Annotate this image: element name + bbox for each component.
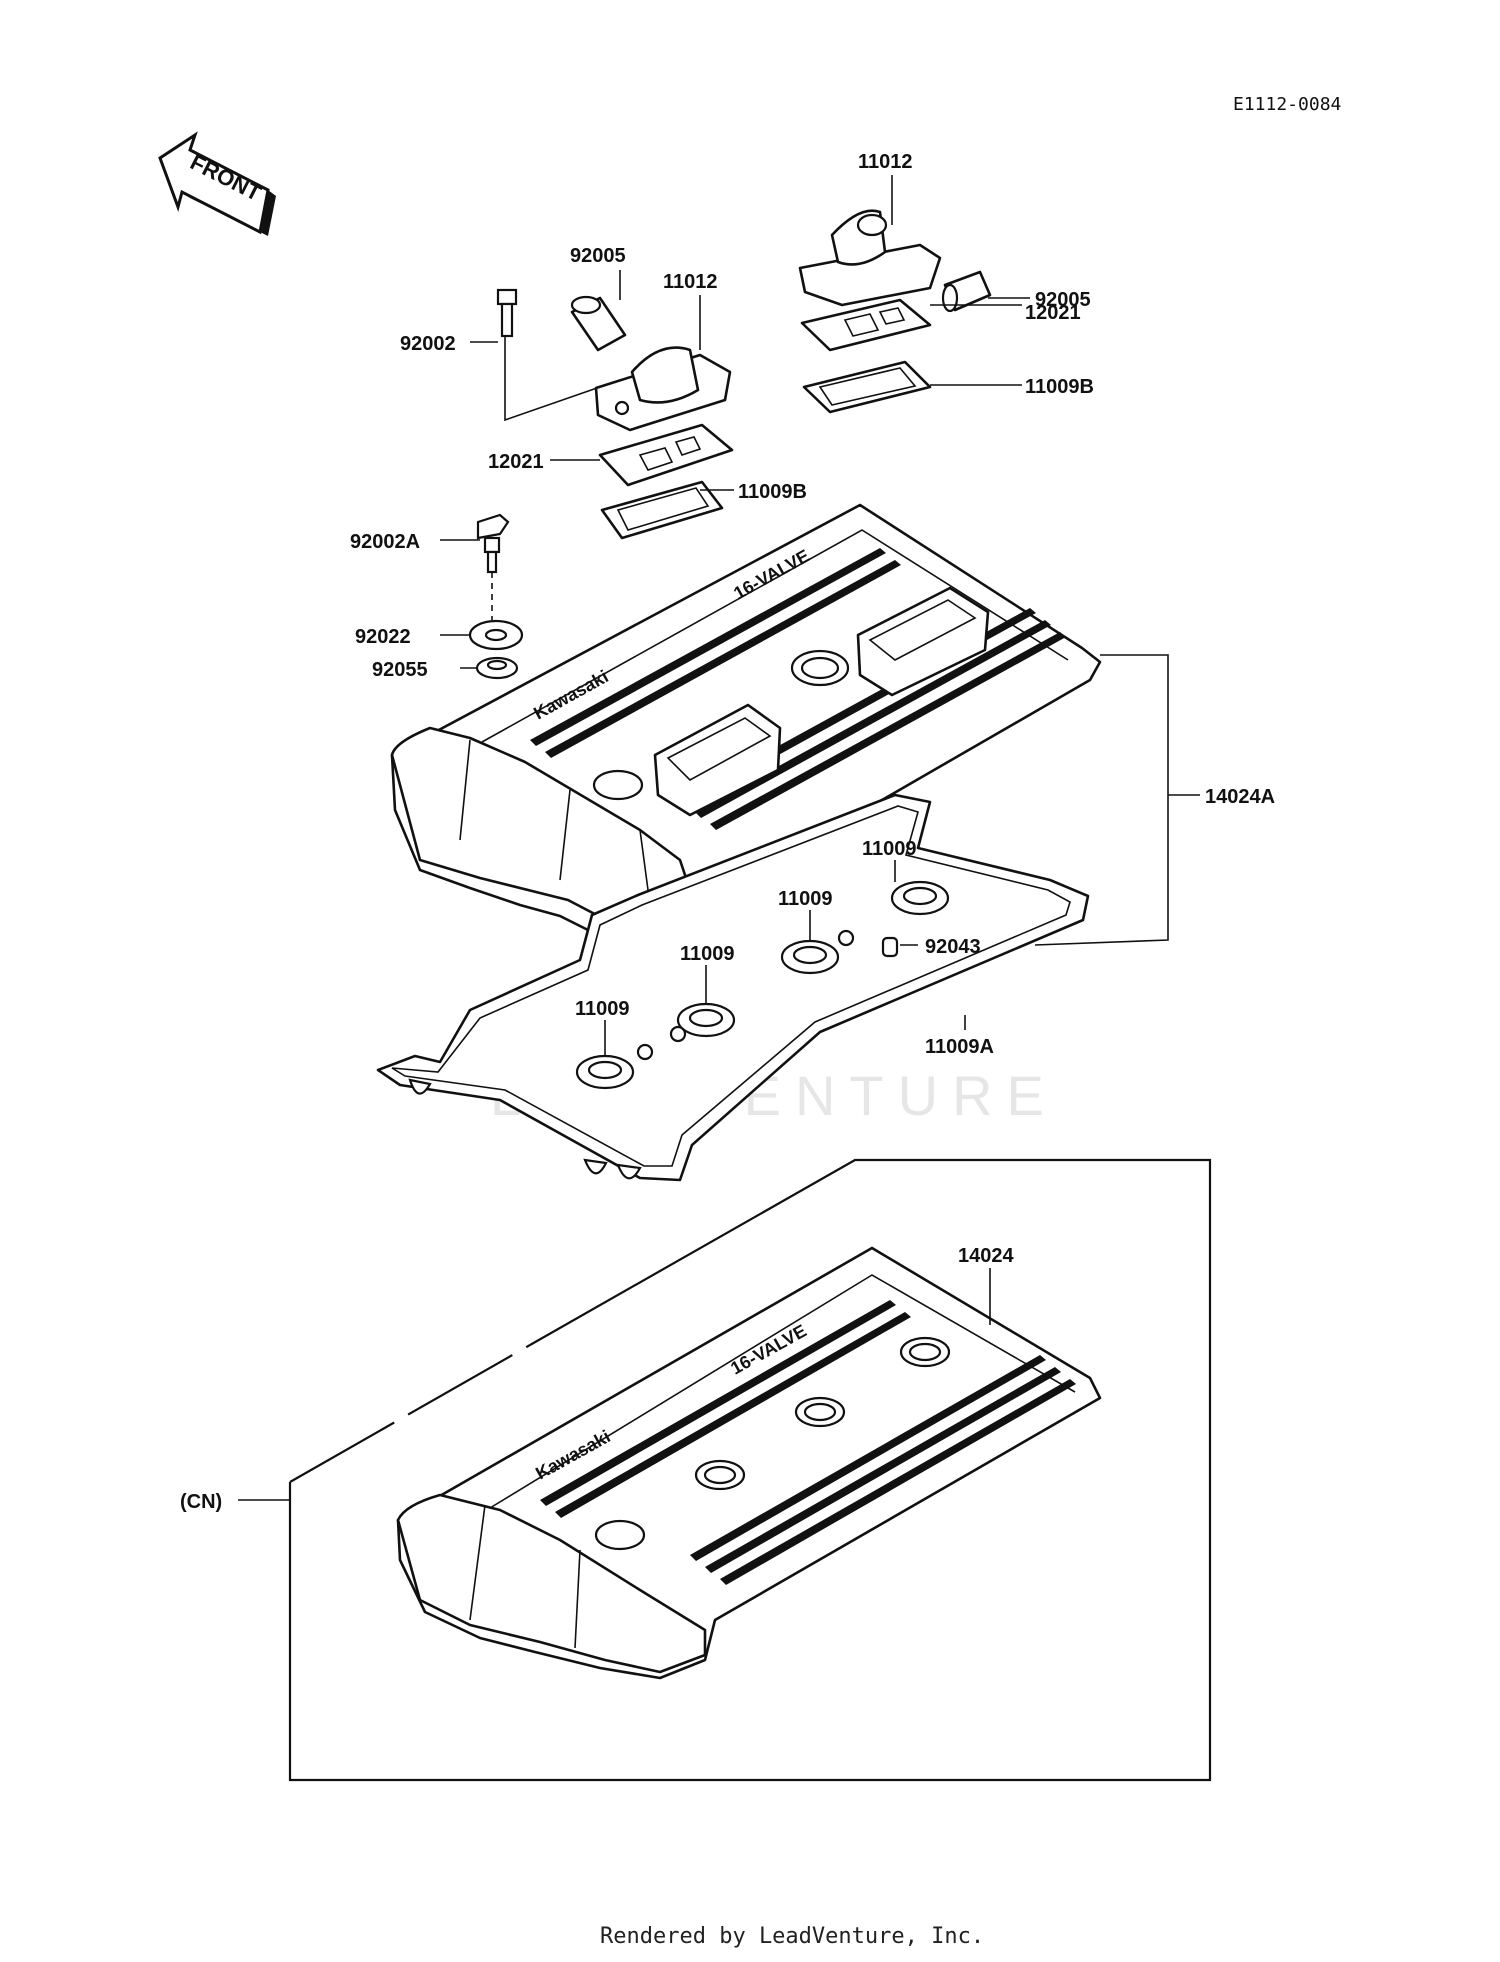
callout-washer: 92022 (355, 626, 411, 648)
breather-cap-right (798, 209, 942, 307)
callout-cover-assy: 14024A (1205, 786, 1275, 808)
callout-plug-left: 92005 (570, 245, 626, 267)
callout-dowel: 92043 (925, 936, 981, 958)
callout-gasket-main: 11009A (925, 1036, 994, 1058)
diagram-code: E1112-0084 (1233, 94, 1341, 115)
callout-seal-1: 11009 (575, 998, 630, 1020)
plug-seal-3 (780, 929, 855, 975)
plug-left (570, 295, 627, 352)
bolt-small (496, 288, 518, 338)
footer-credit: Rendered by LeadVenture, Inc. (600, 1924, 984, 1949)
callout-cap-right: 11012 (858, 151, 913, 173)
callout-plate-left: 12021 (488, 451, 544, 473)
gasket-left (600, 480, 724, 540)
callout-gasket-left: 11009B (738, 481, 807, 503)
cylinder-head-cover-cn: Kawasaki 16-VALVE (396, 1246, 1102, 1680)
callout-cap-left: 11012 (663, 271, 718, 293)
plug-seal-4 (890, 880, 950, 916)
callout-seal-2: 11009 (680, 943, 735, 965)
cn-box-border (288, 1158, 1212, 1782)
bolt-a (476, 513, 510, 620)
callout-gasket-right: 11009B (1025, 376, 1094, 398)
callout-bolt-a: 92002A (350, 531, 420, 553)
gasket-right (802, 360, 932, 414)
callout-bolt: 92002 (400, 333, 456, 355)
plug-seal-2 (669, 1002, 736, 1043)
callout-grommet: 92055 (372, 659, 428, 681)
callout-seal-4: 11009 (862, 838, 917, 860)
dowel-pin (881, 936, 899, 958)
cylinder-head-cover-upper: Kawasaki 16-VALVE (390, 503, 1102, 937)
callout-plug-right: 92005 (1035, 289, 1091, 311)
callout-plate-right: 12021 (1025, 302, 1081, 324)
plate-right (800, 298, 932, 352)
callout-seal-3: 11009 (778, 888, 833, 910)
callout-cover-cn: 14024 (958, 1245, 1014, 1267)
cn-box-diagonal (289, 1344, 531, 1483)
plug-seal-1 (575, 1043, 654, 1090)
callout-cn: (CN) (180, 1491, 222, 1513)
plate-left (598, 423, 734, 487)
callout-labels: 11012 11012 92005 92005 92002 12021 1202… (180, 151, 1275, 1513)
grommet (475, 656, 519, 680)
leader-lines (238, 175, 1200, 1501)
front-arrow-icon: FRONT (158, 131, 276, 236)
breather-cap-left (594, 346, 732, 432)
washer (468, 619, 524, 651)
